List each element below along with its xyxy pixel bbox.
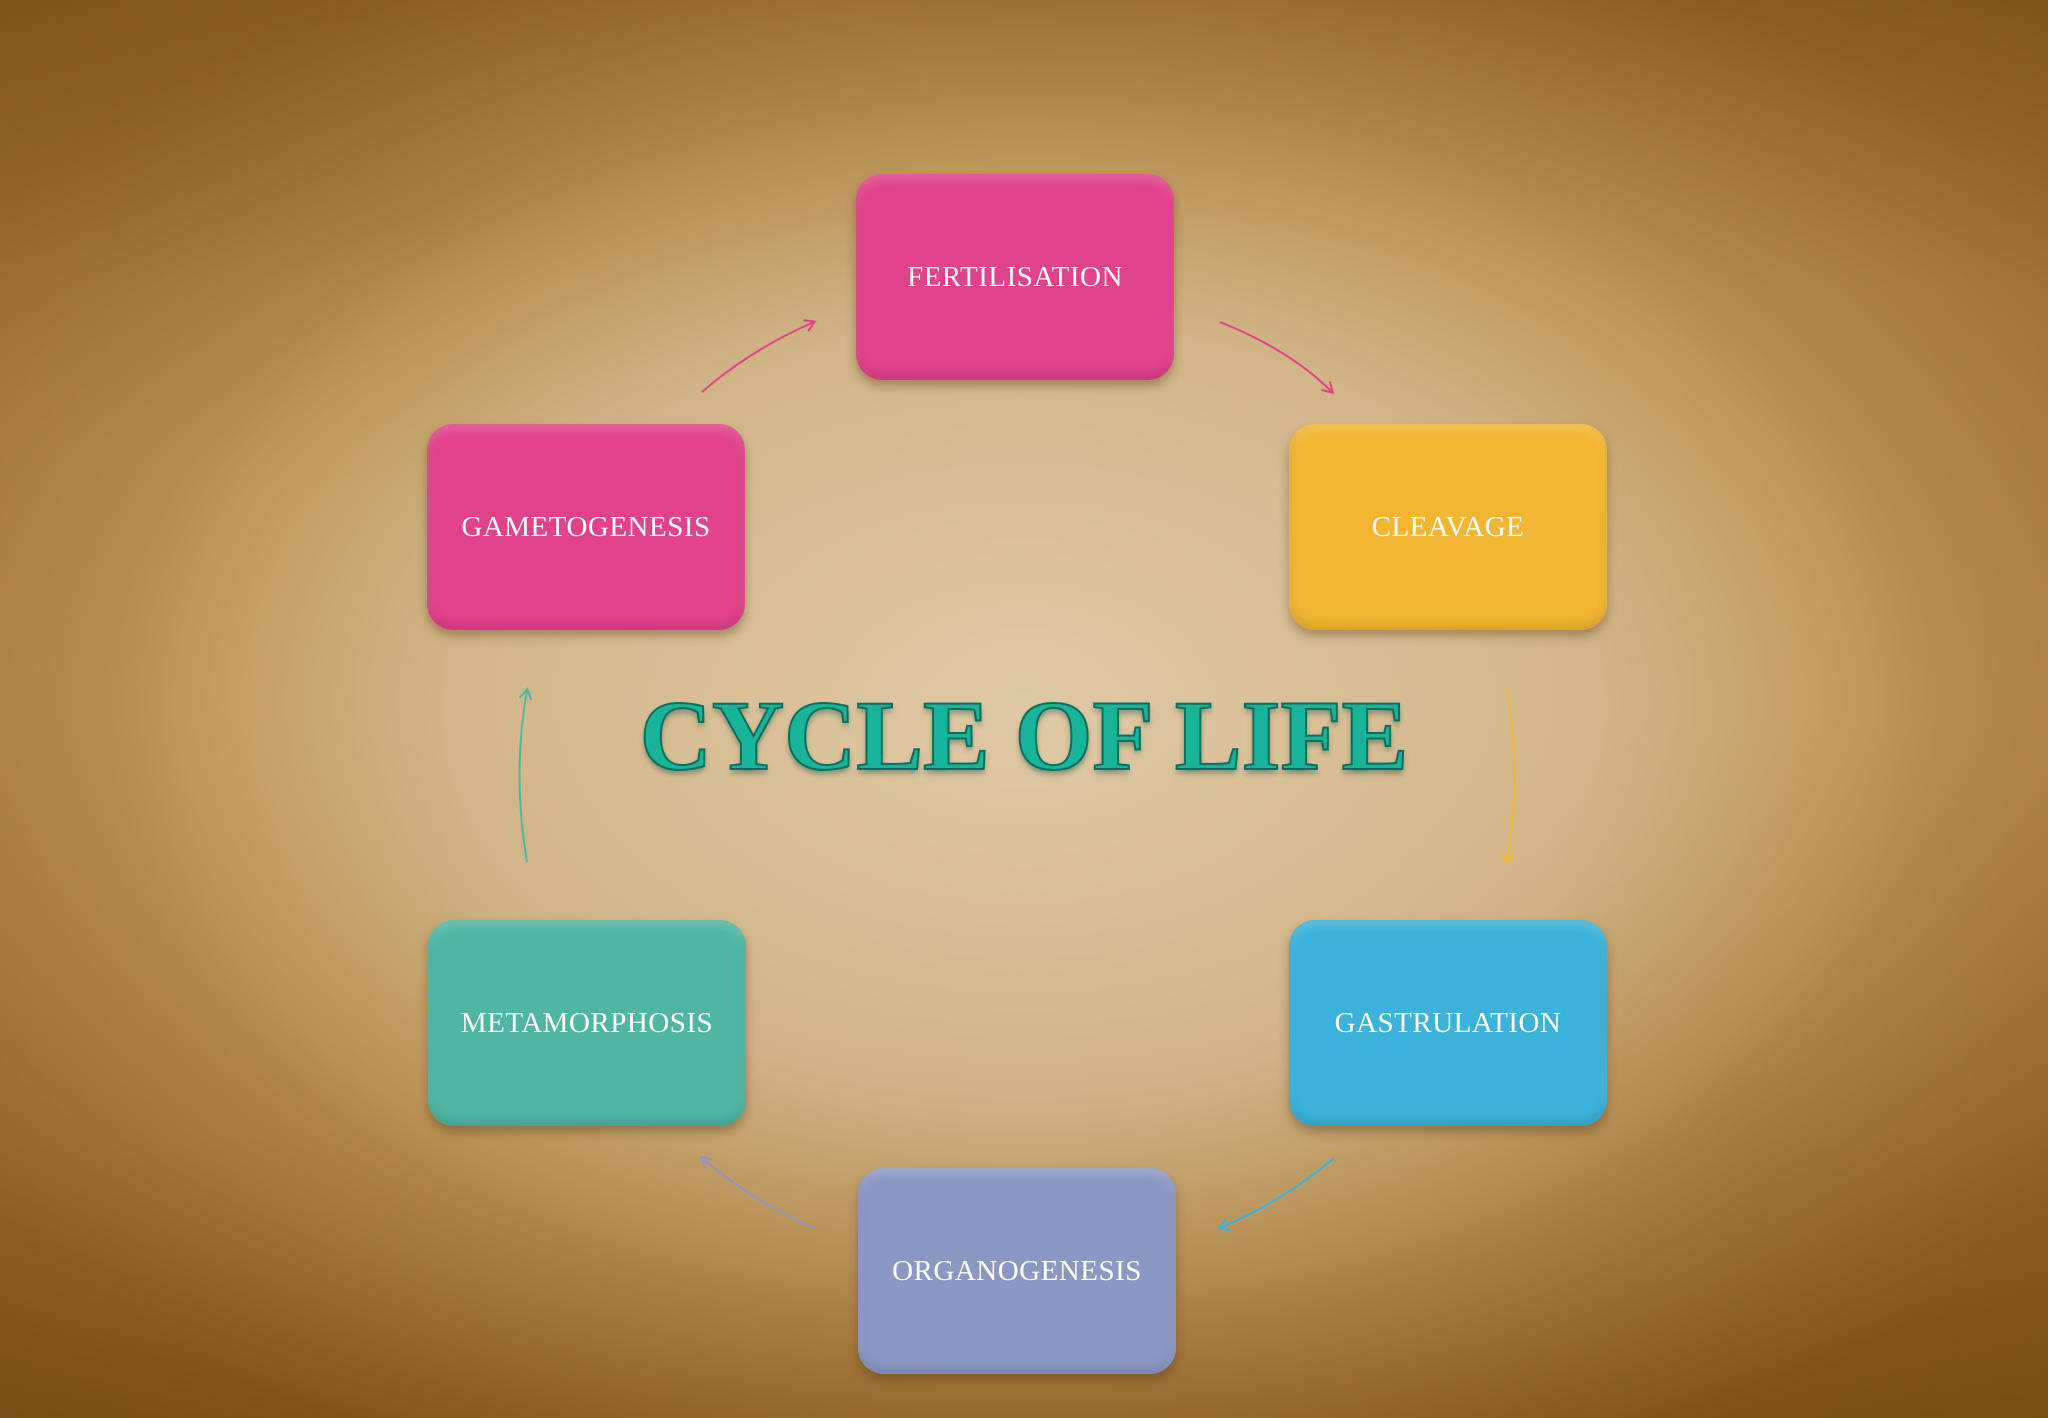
stage-fertilisation: FERTILISATION [856, 174, 1174, 380]
arrow-organogenesis-to-metamorphosis [699, 1156, 815, 1229]
stage-organogenesis-label: ORGANOGENESIS [892, 1254, 1142, 1287]
stage-fertilisation-label: FERTILISATION [907, 260, 1123, 293]
arrow-metamorphosis-to-gametogenesis [518, 687, 533, 863]
arrow-gametogenesis-to-fertilisation [701, 319, 817, 393]
diagram-title: CYCLE OF LIFE [639, 679, 1410, 792]
arrow-fertilisation-to-cleavage [1219, 321, 1335, 395]
stage-cleavage-label: CLEAVAGE [1371, 510, 1525, 543]
arrow-cleavage-to-gastrulation [1501, 689, 1516, 865]
stage-gametogenesis: GAMETOGENESIS [427, 424, 745, 630]
stage-gastrulation: GASTRULATION [1289, 920, 1607, 1126]
stage-organogenesis: ORGANOGENESIS [858, 1168, 1176, 1374]
stage-gastrulation-label: GASTRULATION [1334, 1006, 1562, 1039]
stage-metamorphosis: METAMORPHOSIS [428, 920, 746, 1126]
arrow-gastrulation-to-organogenesis [1217, 1157, 1335, 1231]
stage-cleavage: CLEAVAGE [1289, 424, 1607, 630]
stage-gametogenesis-label: GAMETOGENESIS [461, 510, 711, 543]
stage-metamorphosis-label: METAMORPHOSIS [460, 1006, 714, 1039]
